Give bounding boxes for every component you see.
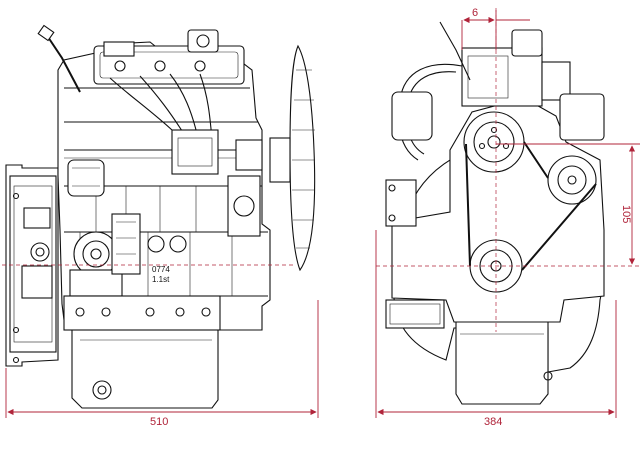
fan-pulley: [463, 111, 525, 173]
injection-pump: [111, 213, 187, 275]
oil-filter: [67, 159, 105, 197]
dipstick: [37, 24, 81, 93]
valve-cover: [93, 29, 245, 85]
front-oil-pan: [455, 321, 553, 405]
side-view: 0774 1.1st 510: [2, 24, 319, 428]
side-width-label: 510: [150, 416, 168, 428]
part-label-line1: 0774: [152, 265, 170, 274]
top-offset-label: 6: [472, 7, 478, 19]
oil-sump: [63, 295, 221, 409]
alternator-side: [227, 139, 263, 237]
vertical-height-label: 105: [620, 205, 632, 223]
front-width-dimension: [375, 230, 617, 418]
front-view: 6 105 384: [375, 7, 640, 428]
part-label-line2: 1.1st: [152, 275, 170, 284]
front-width-label: 384: [484, 416, 502, 428]
alternator-pulley: [547, 155, 597, 205]
injector-pipes: [109, 73, 219, 175]
top-offset-dimension: [461, 10, 530, 50]
drive-belt: [465, 141, 597, 271]
flywheel-housing: [5, 164, 59, 367]
cooling-fan: [269, 44, 316, 272]
side-width-dimension: [5, 300, 319, 418]
front-pipes: [385, 63, 463, 227]
front-top: [439, 21, 605, 141]
